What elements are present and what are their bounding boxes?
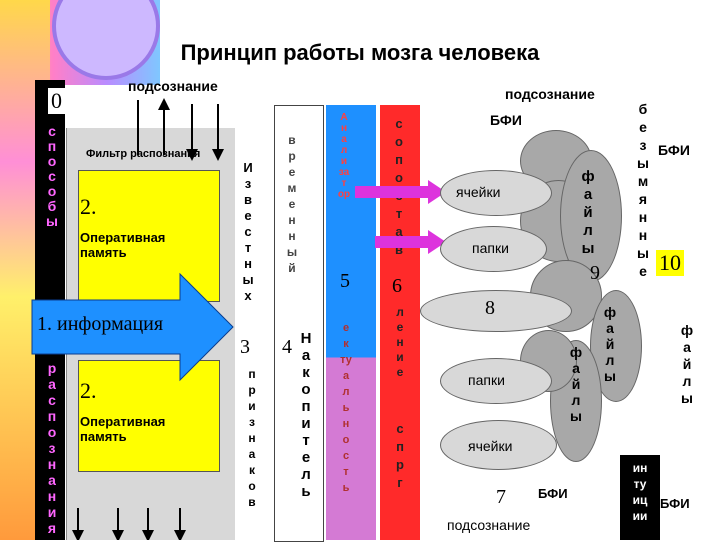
operative-memory-box-bottom: [78, 360, 220, 472]
information-label: 1. информация: [37, 313, 164, 335]
bfi-label-top: БФИ: [490, 112, 522, 128]
eight-label: 8: [485, 297, 495, 319]
four-label: 4: [282, 336, 292, 358]
cells-label-top: ячейки: [456, 184, 501, 200]
ten-label: 10: [656, 250, 684, 276]
subconscious-label-bottom: подсознание: [447, 517, 531, 533]
temporary-accumulator-box: [274, 105, 324, 542]
two-label-top: 2.: [80, 194, 97, 219]
three-label: 3: [240, 336, 250, 358]
analyzer-column: [326, 105, 376, 540]
ellipse-eight: [420, 290, 572, 332]
comparison-column: [380, 105, 420, 540]
subconscious-label-top-right: подсознание: [505, 86, 595, 102]
seven-label: 7: [496, 486, 506, 508]
bfi-label-bottom: БФИ: [538, 486, 568, 501]
operative-memory-label-top: Оперативная память: [80, 230, 166, 260]
folders-label-top: папки: [472, 240, 509, 256]
bfi-label-bottom-right: БФИ: [660, 496, 690, 511]
subconscious-label-top-left: подсознание: [128, 78, 218, 94]
folders-label-bottom: папки: [468, 372, 505, 388]
bfi-label-right: БФИ: [658, 142, 690, 158]
operative-memory-label-bottom: Оперативная память: [80, 414, 166, 444]
ellipse-folders-bottom: [440, 358, 552, 404]
ellipse-cells-bottom: [440, 420, 557, 470]
information-arrow: [31, 272, 234, 382]
cells-label-bottom: ячейки: [468, 438, 513, 454]
five-label: 5: [340, 270, 350, 292]
ellipse-folders-top: [440, 226, 547, 272]
page-title: Принцип работы мозга человека: [180, 40, 540, 65]
six-label: 6: [392, 275, 402, 297]
nine-label: 9: [590, 262, 600, 284]
instit-black-box: [620, 455, 660, 540]
two-label-bottom: 2.: [80, 378, 97, 403]
recognition-filter-label: Фильтр распознания: [86, 148, 201, 160]
ellipse-cells-top: [440, 170, 552, 216]
zero-label: 0: [48, 88, 65, 114]
